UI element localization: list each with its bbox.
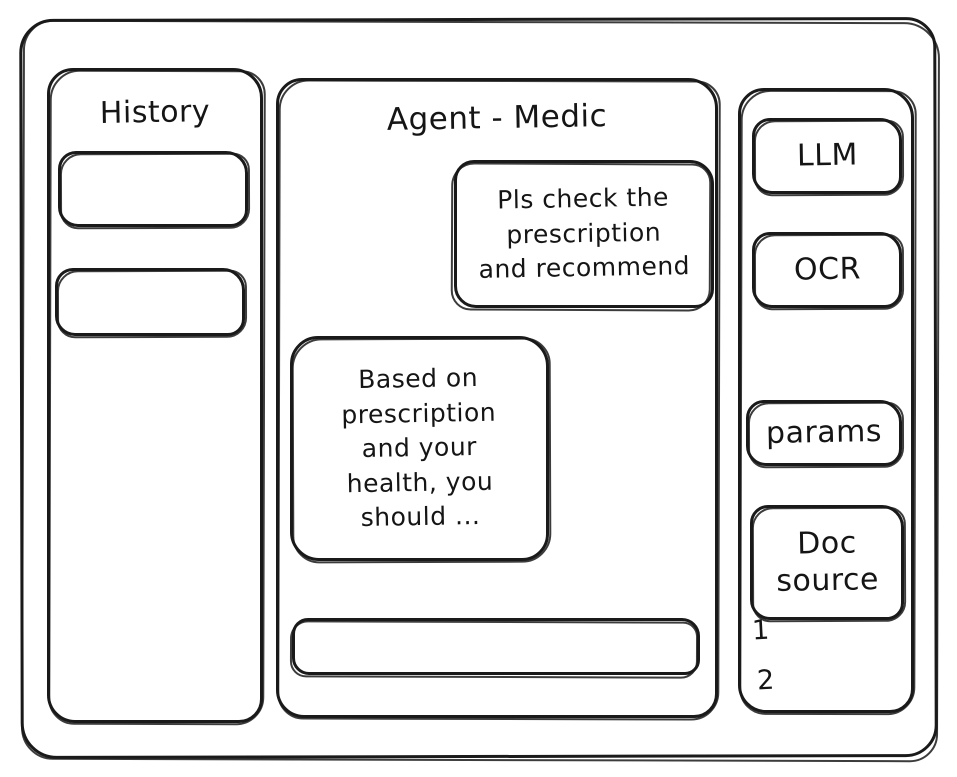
tool-button-ocr[interactable]: OCR <box>752 232 902 308</box>
doc-source-ref-1[interactable]: 1 <box>751 614 771 647</box>
chat-panel <box>276 78 718 718</box>
tool-button-params[interactable]: params <box>746 400 902 466</box>
doc-source-ref-2[interactable]: 2 <box>756 664 776 697</box>
history-list-item[interactable] <box>55 268 245 336</box>
tool-button-llm-label: LLM <box>796 137 858 174</box>
tool-button-doc-source-label: Doc source <box>775 525 879 599</box>
chat-message-assistant-text: Based on prescription and your health, y… <box>341 363 497 533</box>
tool-button-doc-source[interactable]: Doc source <box>750 505 904 620</box>
chat-message-user: Pls check the prescription and recommend <box>454 160 714 308</box>
history-list-item[interactable] <box>58 151 248 227</box>
tool-button-params-label: params <box>765 413 883 451</box>
chat-message-user-text: Pls check the prescription and recommend <box>478 182 691 285</box>
history-panel-title: History <box>99 94 211 131</box>
chat-panel-title: Agent - Medic <box>386 98 608 138</box>
message-input[interactable] <box>292 618 700 675</box>
history-item-label <box>58 141 78 185</box>
chat-message-assistant: Based on prescription and your health, y… <box>290 336 549 561</box>
tools-panel <box>738 88 914 713</box>
tool-button-llm[interactable]: LLM <box>752 118 902 194</box>
history-item-label <box>55 258 75 302</box>
history-panel <box>47 68 263 723</box>
tool-button-ocr-label: OCR <box>793 251 861 288</box>
message-input-value <box>292 614 700 649</box>
